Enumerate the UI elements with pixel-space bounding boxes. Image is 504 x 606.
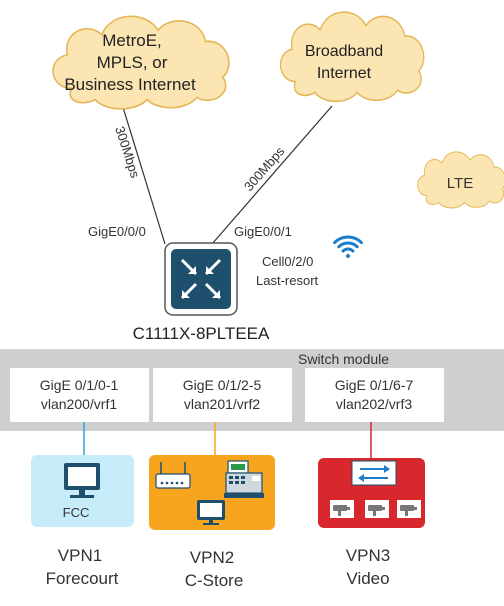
switch-port-1-name: GigE 0/1/0-1 — [40, 377, 119, 393]
lte-label: LTE — [447, 175, 473, 192]
camera-icon — [365, 500, 389, 518]
vpn2-title: VPN2 — [190, 548, 234, 567]
vpn1-box: FCC — [31, 455, 134, 527]
monitor-icon — [197, 500, 225, 525]
vpn3-title: VPN3 — [346, 546, 390, 565]
wan2-cloud: Broadband Internet — [279, 11, 425, 103]
vpn3-subtitle: Video — [346, 569, 389, 588]
camera-icon — [397, 500, 421, 518]
monitor-icon — [64, 463, 100, 498]
wan1-label-3: Business Internet — [64, 75, 196, 94]
lte-cloud: LTE — [417, 151, 504, 209]
router-icon — [164, 242, 238, 316]
vpn2-box — [149, 455, 275, 530]
vpn2-subtitle: C-Store — [185, 571, 244, 590]
port-gige001-label: GigE0/0/1 — [234, 224, 292, 239]
switch-icon — [351, 460, 397, 486]
vpn1-subtitle: Forecourt — [46, 569, 119, 588]
switch-port-group-2: GigE 0/1/2-5 vlan201/vrf2 — [153, 368, 292, 422]
router-model-label: C1111X-8PLTEEA — [133, 324, 270, 343]
switch-module-title: Switch module — [298, 351, 389, 367]
wan1-link — [121, 103, 166, 245]
switch-port-2-vlan: vlan201/vrf2 — [184, 396, 260, 412]
port-gige000-label: GigE0/0/0 — [88, 224, 146, 239]
vpn3-box — [318, 458, 425, 528]
switch-port-3-name: GigE 0/1/6-7 — [335, 377, 414, 393]
wan1-speed-label: 300Mbps — [112, 124, 143, 180]
wireless-icon — [333, 235, 363, 258]
cash-register-icon — [224, 460, 264, 498]
wan2-label-2: Internet — [317, 65, 372, 82]
cell-port-label: Cell0/2/0 — [262, 254, 313, 269]
wan2-link — [211, 105, 333, 245]
wan2-label-1: Broadband — [305, 43, 383, 60]
cell-last-resort-label: Last-resort — [256, 273, 319, 288]
wan2-speed-label: 300Mbps — [241, 143, 288, 194]
camera-icon — [330, 500, 354, 518]
wan1-cloud: MetroE, MPLS, or Business Internet — [52, 15, 230, 110]
wireless-access-point-icon — [155, 462, 191, 489]
wan1-label-1: MetroE, — [102, 31, 162, 50]
switch-port-2-name: GigE 0/1/2-5 — [183, 377, 262, 393]
vpn1-title: VPN1 — [58, 546, 102, 565]
switch-port-group-3: GigE 0/1/6-7 vlan202/vrf3 — [305, 368, 444, 422]
switch-port-1-vlan: vlan200/vrf1 — [41, 396, 117, 412]
wan1-label-2: MPLS, or — [97, 53, 168, 72]
switch-port-group-1: GigE 0/1/0-1 vlan200/vrf1 — [10, 368, 149, 422]
vpn1-box-label: FCC — [63, 505, 90, 520]
switch-port-3-vlan: vlan202/vrf3 — [336, 396, 412, 412]
